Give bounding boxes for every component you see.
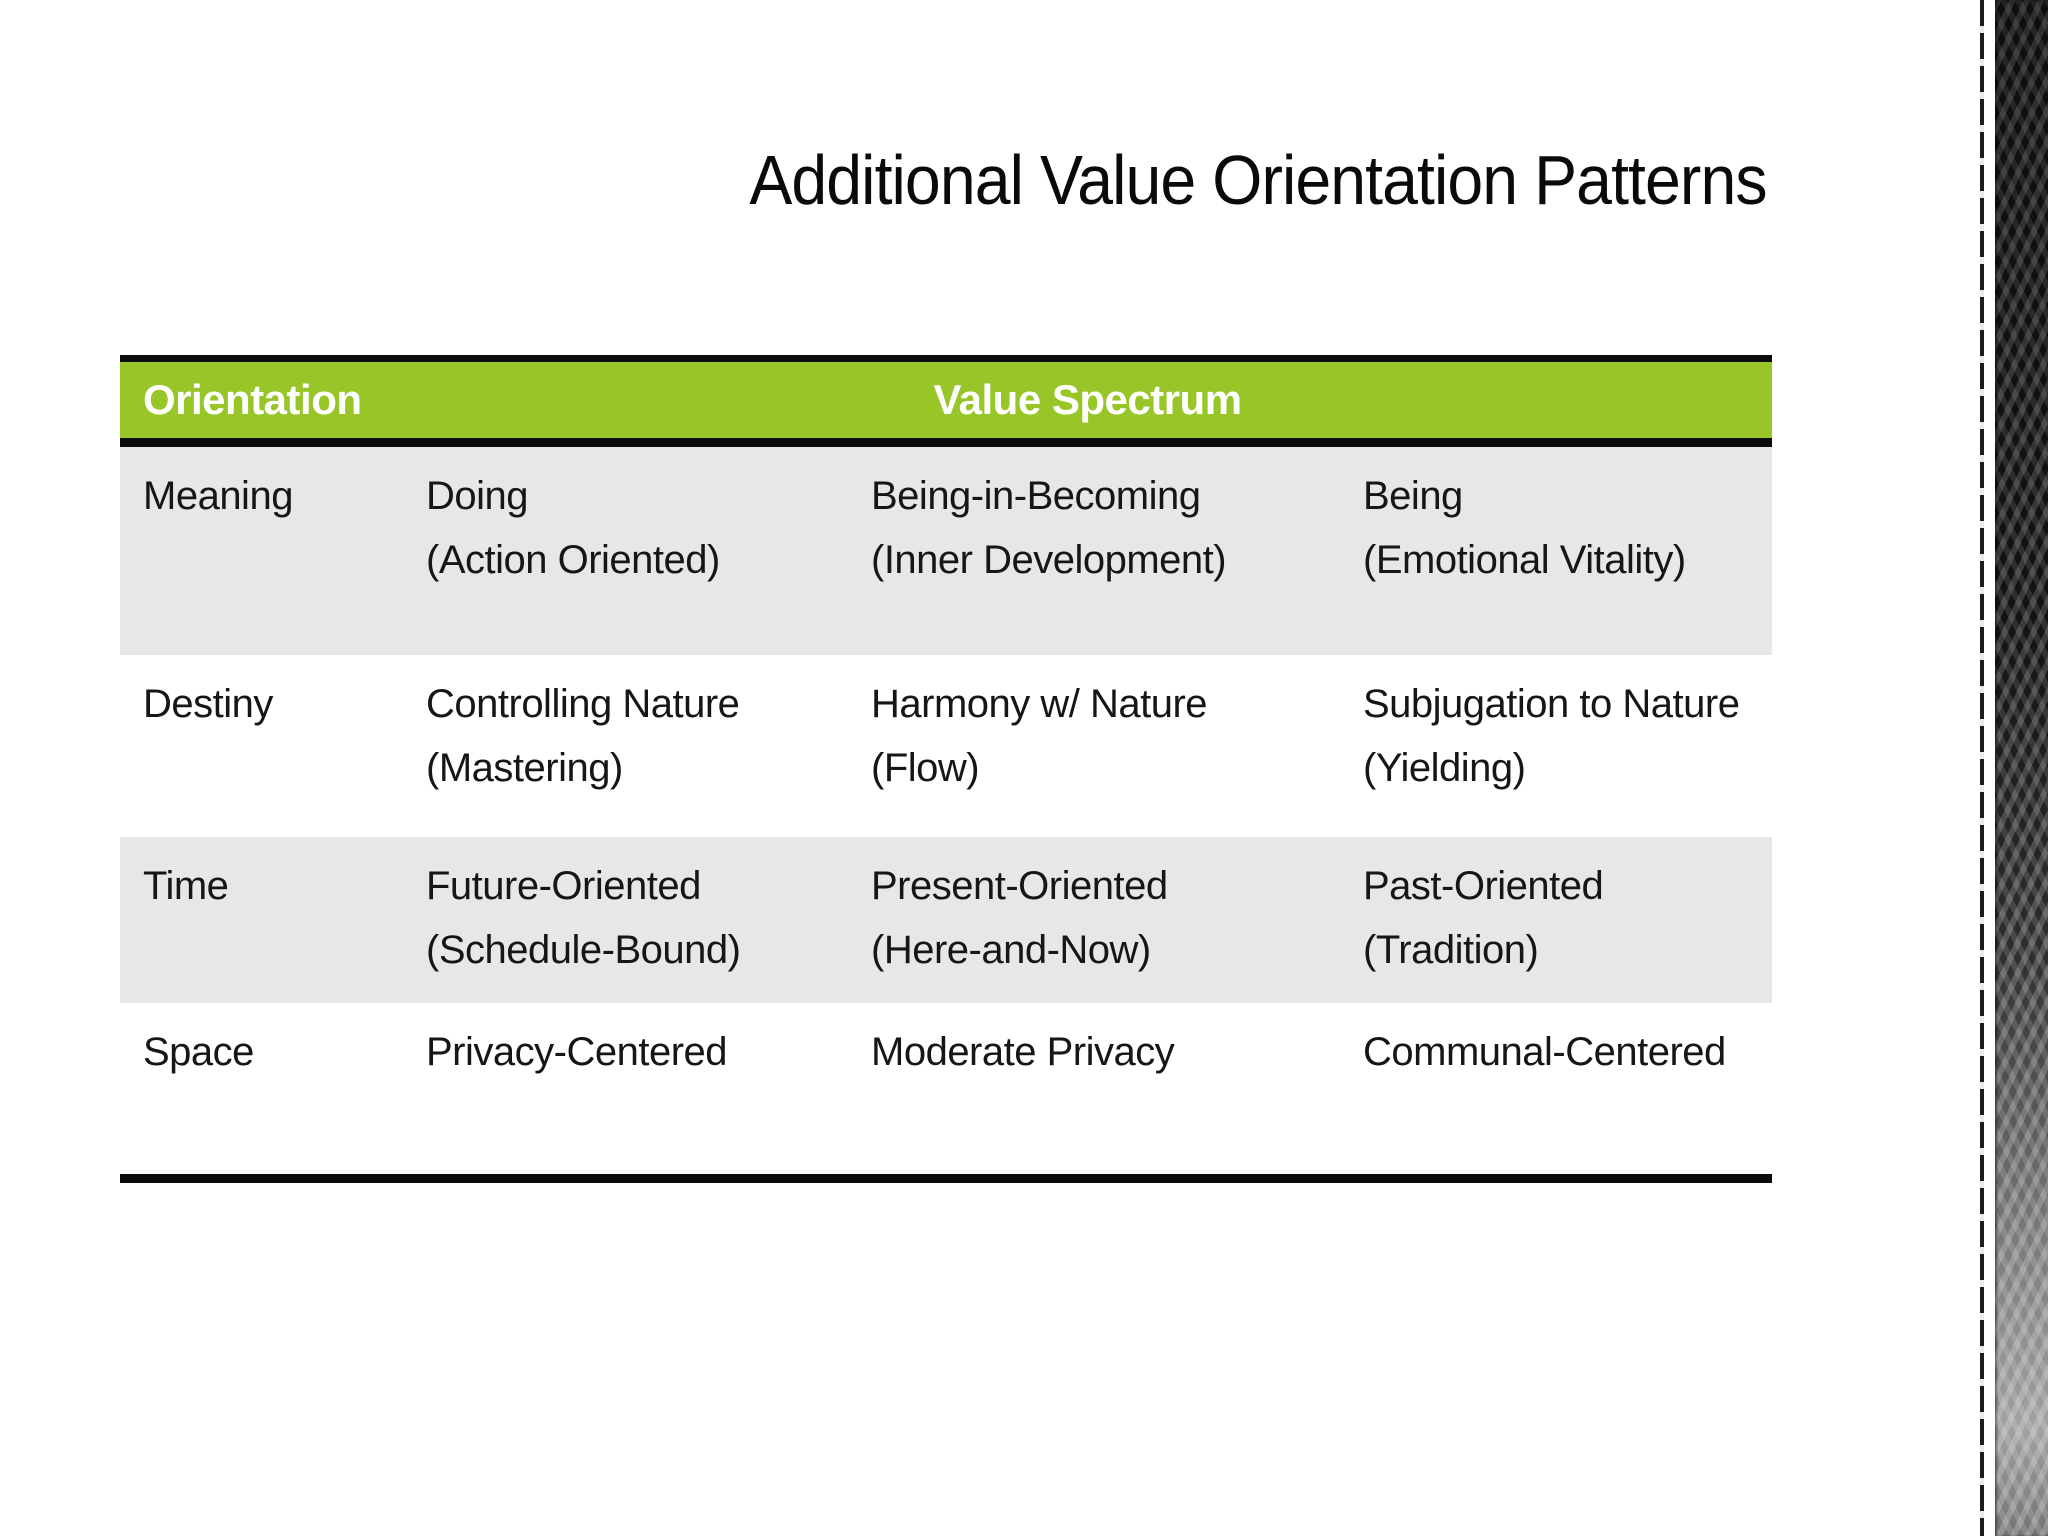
cell-line2: (Yielding): [1363, 746, 1526, 790]
cell-line1: Being-in-Becoming: [871, 474, 1201, 518]
cell-line1: Being: [1363, 474, 1463, 518]
header-cell-orientation: Orientation: [143, 376, 362, 423]
cell-line1: Moderate Privacy: [871, 1030, 1175, 1074]
row-label: Time: [143, 864, 229, 908]
cell-line1: Harmony w/ Nature: [871, 682, 1208, 726]
table-cell: Past-Oriented (Tradition): [1340, 837, 1772, 1003]
row-label: Space: [143, 1030, 254, 1074]
row-label: Meaning: [143, 474, 293, 518]
cell-line2: (Inner Development): [871, 538, 1227, 582]
cell-line2: (Tradition): [1363, 928, 1539, 972]
cell-line2: (Flow): [871, 746, 980, 790]
table-header-rule: [120, 438, 1772, 447]
cell-line2: (Action Oriented): [426, 538, 720, 582]
table-cell: Moderate Privacy: [848, 1003, 1340, 1174]
table-cell: Being (Emotional Vitality): [1340, 447, 1772, 655]
table-cell: Future-Oriented (Schedule-Bound): [403, 837, 848, 1003]
table-top-rule: [120, 355, 1772, 362]
table-row-meaning: Meaning Doing (Action Oriented) Being-in…: [120, 447, 1772, 655]
table-row-time: Time Future-Oriented (Schedule-Bound) Pr…: [120, 837, 1772, 1003]
table-cell: Being-in-Becoming (Inner Development): [848, 447, 1340, 655]
cell-line2: (Mastering): [426, 746, 623, 790]
table-cell: Present-Oriented (Here-and-Now): [848, 837, 1340, 1003]
table-bottom-rule: [120, 1174, 1772, 1183]
cell-line1: Controlling Nature: [426, 682, 740, 726]
cell-line2: (Schedule-Bound): [426, 928, 741, 972]
table-row-space: Space Privacy-Centered Moderate Privacy …: [120, 1003, 1772, 1174]
cell-line2: (Here-and-Now): [871, 928, 1151, 972]
table-row-destiny: Destiny Controlling Nature (Mastering) H…: [120, 655, 1772, 837]
cell-line1: Present-Oriented: [871, 864, 1168, 908]
table-cell: Communal-Centered: [1340, 1003, 1772, 1174]
carbon-fiber-strip: [1995, 0, 2048, 1536]
right-edge-dashed-line: [1980, 0, 1984, 1536]
cell-line1: Past-Oriented: [1363, 864, 1604, 908]
slide-title: Additional Value Orientation Patterns: [749, 141, 1767, 219]
row-label: Destiny: [143, 682, 273, 726]
cell-line1: Communal-Centered: [1363, 1030, 1726, 1074]
table-header-row: Orientation Value Spectrum: [120, 362, 1772, 438]
cell-line1: Privacy-Centered: [426, 1030, 728, 1074]
table-cell: Privacy-Centered: [403, 1003, 848, 1174]
table-cell: Harmony w/ Nature (Flow): [848, 655, 1340, 837]
value-orientation-table: Orientation Value Spectrum Meaning Doing…: [120, 355, 1772, 1183]
table-cell: Controlling Nature (Mastering): [403, 655, 848, 837]
cell-line1: Doing: [426, 474, 529, 518]
header-cell-value-spectrum: Value Spectrum: [933, 376, 1242, 423]
cell-line2: (Emotional Vitality): [1363, 538, 1686, 582]
cell-line1: Subjugation to Nature: [1363, 682, 1740, 726]
table-cell: Doing (Action Oriented): [403, 447, 848, 655]
table-cell: Subjugation to Nature (Yielding): [1340, 655, 1772, 837]
cell-line1: Future-Oriented: [426, 864, 701, 908]
